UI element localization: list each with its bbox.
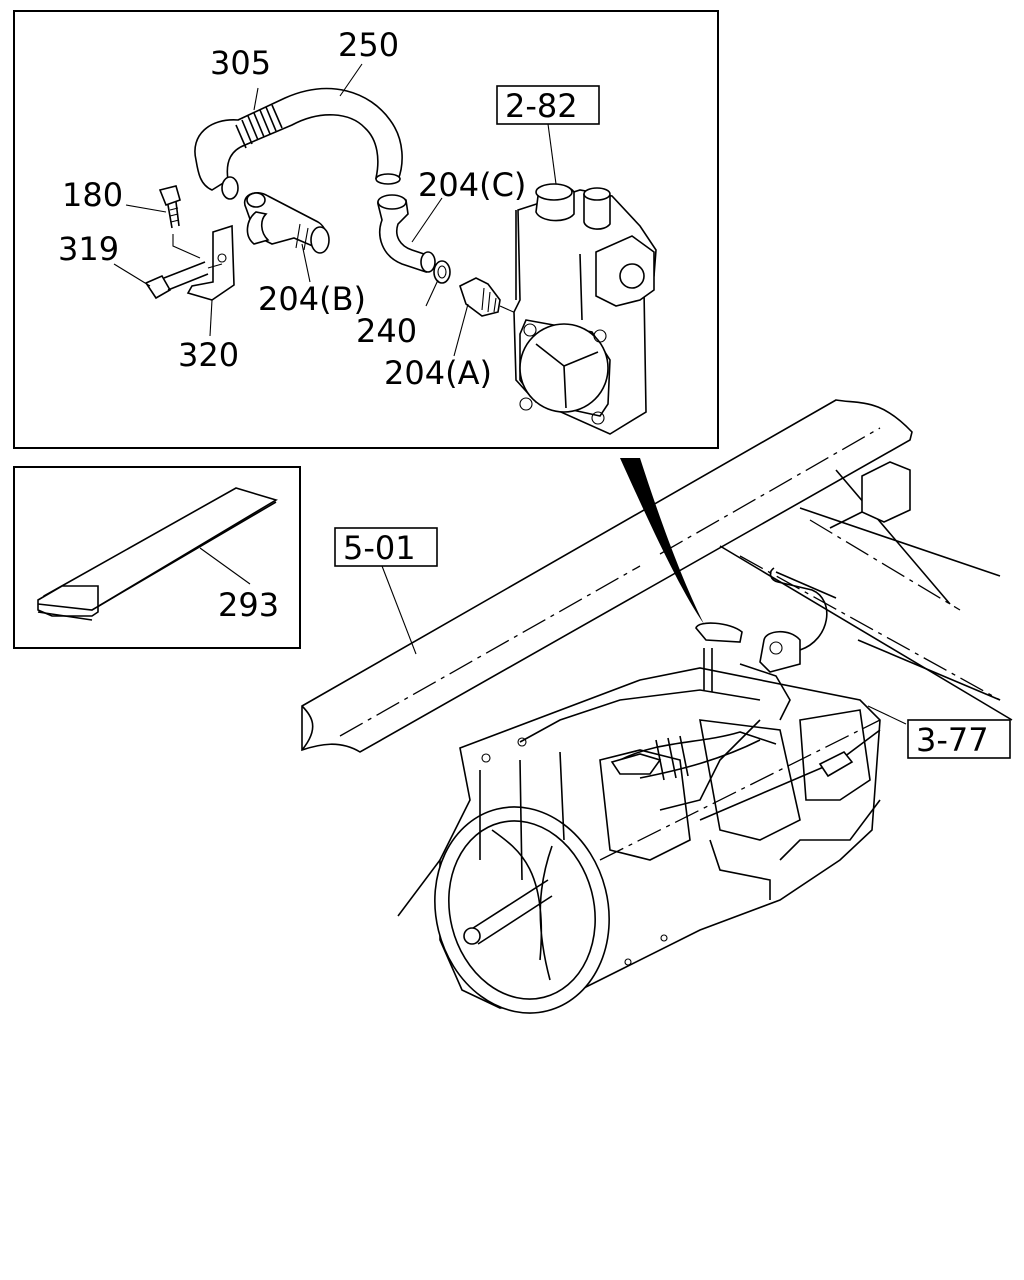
label-320: 320: [178, 336, 239, 374]
ref-box-2-82: [496, 85, 600, 125]
leader-lines-inset: [113, 63, 557, 357]
connector-204a: [459, 277, 519, 317]
bolt-180: [158, 185, 181, 229]
bolt-319: [144, 261, 223, 300]
installed-valve: [695, 567, 837, 721]
valve-housing: [513, 183, 657, 435]
label-240: 240: [356, 312, 417, 350]
ref-box-3-77: [907, 719, 1011, 759]
ref-3-77: 3-77: [916, 721, 989, 759]
label-319: 319: [58, 230, 119, 268]
adhesive-tape-293: [37, 487, 278, 621]
corrugated-hose-305: [235, 104, 283, 149]
label-180: 180: [62, 176, 123, 214]
ref-box-5-01: [334, 527, 438, 567]
detail-frame: [13, 10, 719, 449]
label-204b: 204(B): [258, 280, 366, 318]
label-250: 250: [338, 26, 399, 64]
frame-rail: [301, 399, 1013, 753]
ref-2-82: 2-82: [505, 87, 578, 125]
leader-5-01: [381, 565, 417, 655]
label-204a: 204(A): [384, 354, 492, 392]
ref-5-01: 5-01: [343, 529, 416, 567]
tape-inset-frame: [13, 466, 301, 649]
label-305: 305: [210, 44, 271, 82]
leader-3-77: [867, 705, 907, 725]
bracket-320: [172, 224, 235, 301]
transmission: [397, 667, 881, 1014]
label-204c: 204(C): [418, 166, 526, 204]
pointer-wedge: [620, 458, 704, 624]
elbow-fitting-204c: [377, 194, 436, 274]
washer-240: [433, 260, 451, 284]
hose-assembly: [194, 87, 403, 200]
label-293: 293: [218, 586, 279, 624]
tee-fitting-204b: [243, 192, 330, 254]
